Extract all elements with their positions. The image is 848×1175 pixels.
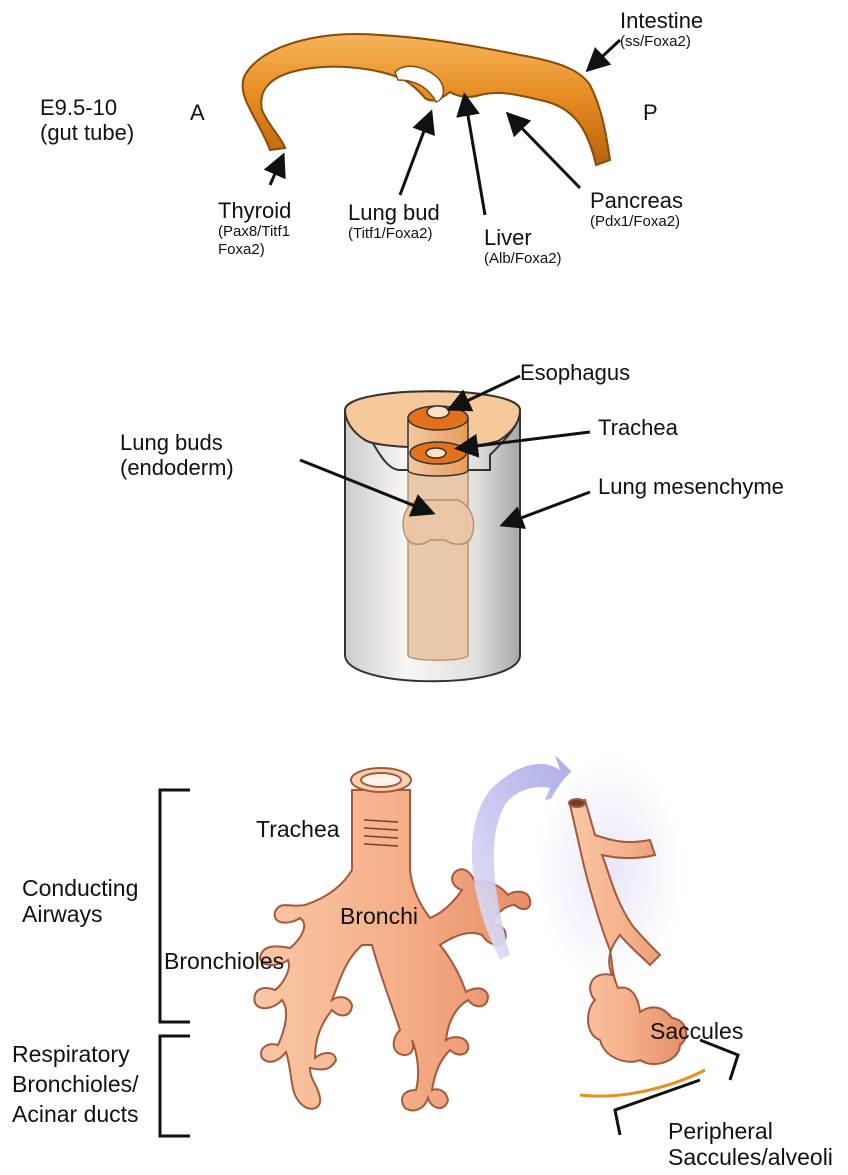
thyroid-arrow [270,158,282,185]
intestine-arrow [590,40,620,68]
lung-buds-label: Lung buds (endoderm) [120,430,234,481]
esophagus-label: Esophagus [520,360,630,385]
respiratory-label: Respiratory Bronchioles/ Acinar ducts [12,1040,139,1130]
lung-bud-label: Lung bud (Titf1/Foxa2) [348,200,440,243]
liver-label: Liver (Alb/Foxa2) [484,225,562,268]
bronchioles-label: Bronchioles [164,948,284,974]
pancreas-label: Pancreas (Pdx1/Foxa2) [590,188,683,231]
thyroid-label: Thyroid (Pax8/Titf1 Foxa2) [218,198,291,258]
gut-tube [243,34,610,165]
conducting-bracket [160,790,190,1022]
stage-label: E9.5-10 (gut tube) [40,95,134,146]
saccules-label: Saccules [650,1018,743,1044]
bronchi-label: Bronchi [340,903,418,929]
respiratory-bracket [160,1036,190,1136]
intestine-label: Intestine (ss/Foxa2) [620,8,703,51]
lung-bud-arrow [400,115,430,195]
posterior-label: P [643,100,658,125]
pancreas-arrow [510,116,580,188]
trachea-label-2: Trachea [598,415,678,440]
anterior-label: A [190,100,205,125]
liver-arrow [465,98,485,215]
endoderm-tube [403,406,474,660]
trachea-label-3: Trachea [256,816,340,842]
peripheral-label: Peripheral Saccules/alveoli [668,1118,833,1171]
conducting-airways-label: Conducting Airways [22,875,138,928]
peripheral-line [580,1070,705,1096]
mesenchyme-label: Lung mesenchyme [598,474,784,499]
